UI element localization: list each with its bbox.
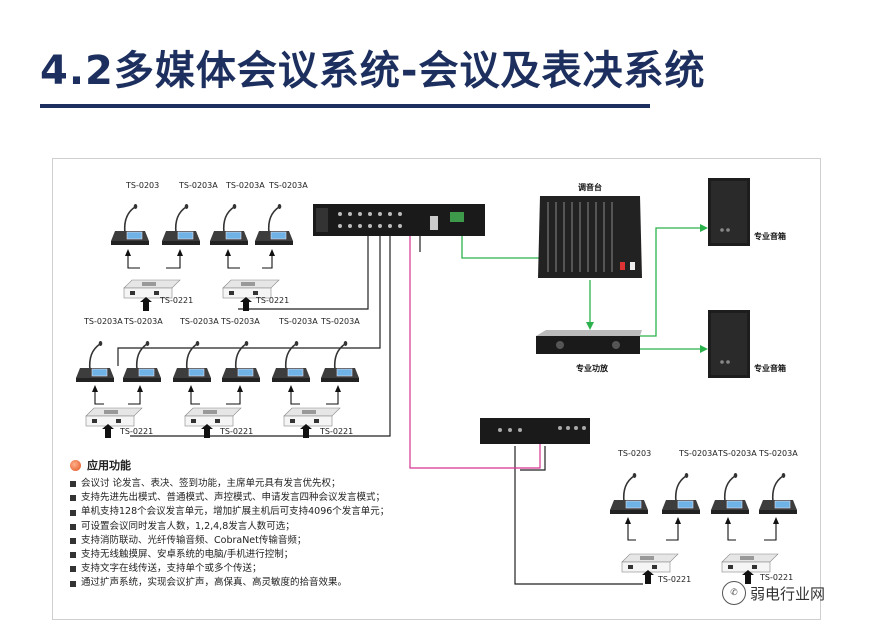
mixer-label: 调音台	[578, 182, 602, 192]
feature-item: 会议讨 论发言、表决、签到功能，主席单元具有发言优先权；	[70, 477, 389, 491]
feature-item: 支持无线触摸屏、安卓系统的电脑/手机进行控制；	[70, 548, 389, 562]
feature-item: 支持文字在线传送，支持单个或多个传送；	[70, 562, 389, 576]
page-title: 4.2多媒体会议系统-会议及表决系统	[40, 48, 706, 94]
unit-label: TS-0203A	[320, 317, 360, 326]
watermark: ✆ 弱电行业网	[722, 581, 825, 605]
unit-label: TS-0203A	[278, 317, 318, 326]
switch-label: TS-0221	[759, 573, 793, 582]
bottom-right-delegate-group: TS-0203 TS-0203A TS-0203A TS-0203A TS-02…	[609, 449, 798, 584]
switch-label: TS-0221	[319, 427, 353, 436]
features-heading: 应用功能	[70, 457, 389, 473]
square-bullet-icon	[70, 537, 76, 544]
bullet-dot-icon	[70, 459, 81, 471]
unit-label: TS-0203A	[178, 181, 218, 190]
switch-label: TS-0221	[219, 427, 253, 436]
switch-label: TS-0221	[159, 296, 193, 305]
speaker-bottom	[708, 310, 750, 378]
middle-delegate-group: TS-0203A TS-0203A TS-0203A TS-0203A TS-0…	[75, 317, 360, 438]
unit-label: TS-0203A	[758, 449, 798, 458]
unit-label: TS-0203A	[179, 317, 219, 326]
speaker-label-bottom: 专业音箱	[754, 363, 786, 373]
unit-label: TS-0203A	[268, 181, 308, 190]
title-underline	[40, 104, 650, 108]
switch-label: TS-0221	[657, 575, 691, 584]
square-bullet-icon	[70, 552, 76, 559]
feature-item: 可设置会议同时发言人数，1,2,4,8发言人数可选；	[70, 520, 389, 534]
speaker-label-top: 专业音箱	[754, 231, 786, 241]
square-bullet-icon	[70, 566, 76, 573]
feature-item: 支持消防联动、光纤传输音频、CobraNet传输音频；	[70, 534, 389, 548]
unit-label: TS-0203A	[225, 181, 265, 190]
square-bullet-icon	[70, 580, 76, 587]
conference-host-unit	[313, 204, 485, 236]
feature-item: 通过扩声系统，实现会议扩声，高保真、高灵敏度的拾音效果。	[70, 576, 389, 590]
square-bullet-icon	[70, 523, 76, 530]
unit-label: TS-0203A	[717, 449, 757, 458]
features-panel: 应用功能 会议讨 论发言、表决、签到功能，主席单元具有发言优先权； 支持先进先出…	[70, 457, 389, 591]
switch-label: TS-0221	[255, 296, 289, 305]
feature-item: 支持先进先出模式、普通模式、声控模式、申请发言四种会议发言模式；	[70, 491, 389, 505]
features-heading-text: 应用功能	[87, 459, 131, 472]
watermark-text: 弱电行业网	[750, 584, 826, 603]
unit-label: TS-0203	[617, 449, 651, 458]
unit-label: TS-0203	[125, 181, 159, 190]
top-left-delegate-group: TS-0203 TS-0203A TS-0203A TS-0203A TS-02…	[110, 181, 308, 311]
amplifier-label: 专业功放	[576, 363, 609, 373]
unit-label: TS-0203A	[678, 449, 718, 458]
wechat-icon: ✆	[722, 581, 746, 605]
unit-label: TS-0203A	[123, 317, 163, 326]
unit-label: TS-0203A	[220, 317, 260, 326]
power-amplifier	[536, 330, 642, 354]
expansion-host-unit	[480, 418, 590, 444]
switch-label: TS-0221	[119, 427, 153, 436]
mixer-console	[538, 196, 642, 278]
unit-label: TS-0203A	[83, 317, 123, 326]
square-bullet-icon	[70, 509, 76, 516]
square-bullet-icon	[70, 495, 76, 502]
speaker-top	[708, 178, 750, 246]
square-bullet-icon	[70, 481, 76, 488]
feature-item: 单机支持128个会议发言单元，增加扩展主机后可支持4096个发言单元；	[70, 505, 389, 519]
